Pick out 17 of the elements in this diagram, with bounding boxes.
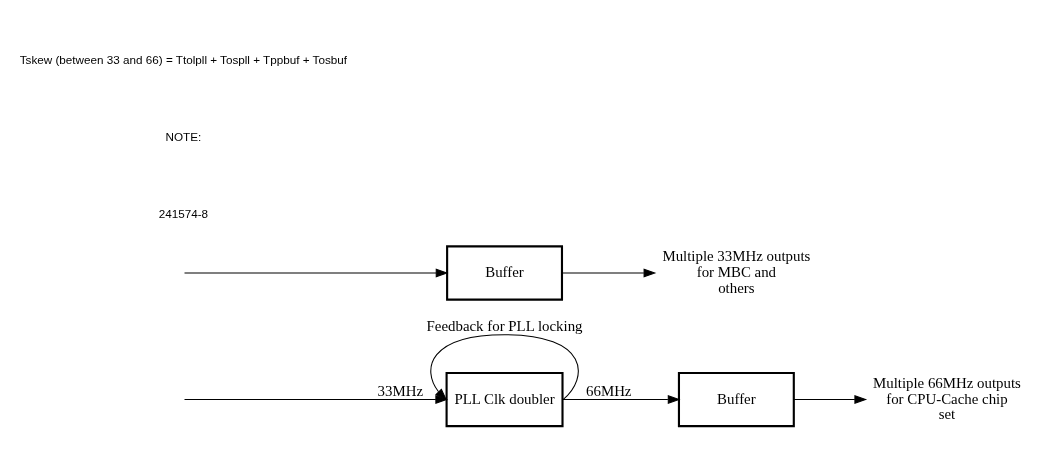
node-box: PLL Clk doubler (445, 371, 564, 427)
label: Tskew (between 33 and 66) = Ttolpll + Tospll + Tppbuf + Tosbuf (19, 52, 348, 66)
label: 241574-8 (158, 206, 209, 220)
arrow (430, 333, 579, 401)
edge-label: Feedback for PLL locking (426, 317, 583, 334)
node-box: Buffer (677, 371, 795, 427)
node-text: Multiple 33MHz outputs for MBC and others (662, 247, 811, 296)
node-box: Buffer (446, 244, 564, 301)
arrow (561, 268, 657, 277)
node-text: Multiple 66MHz outputs for CPU-Cache chip set (872, 374, 1021, 422)
arrow (184, 387, 449, 404)
arrow (793, 394, 868, 404)
label: NOTE: (165, 129, 202, 143)
edge-label: 33MHz (377, 382, 424, 399)
arrow (184, 268, 449, 277)
edge-label: 66MHz (586, 382, 632, 399)
arrow (562, 394, 681, 404)
